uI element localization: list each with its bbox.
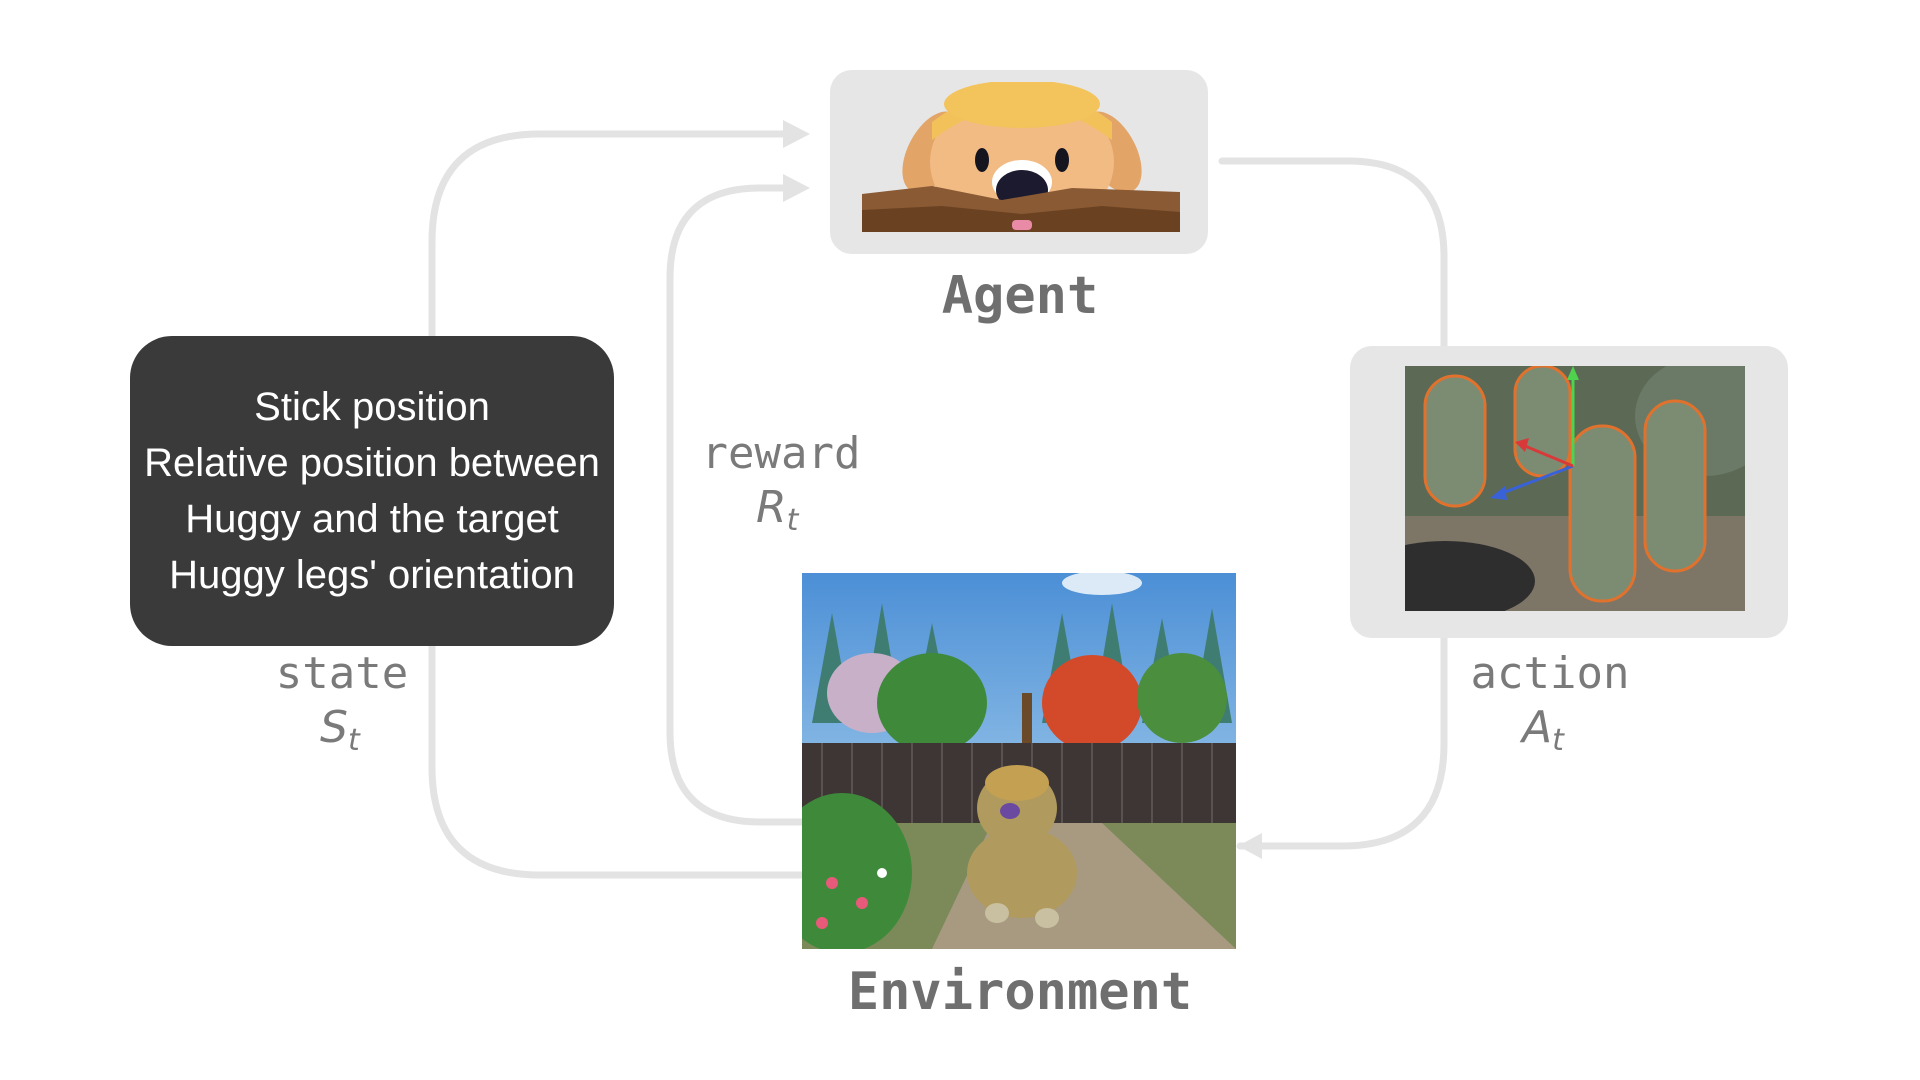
- action-image: [1405, 366, 1745, 611]
- state-label: state: [275, 648, 409, 699]
- environment-image: [802, 573, 1236, 949]
- reward-symbol: Rt: [756, 482, 799, 538]
- state-symbol: St: [320, 702, 360, 758]
- reward-arrow: [666, 184, 806, 826]
- state-description-box: Stick position Relative position between…: [130, 336, 614, 646]
- action-arrowhead: [1238, 833, 1262, 859]
- agent-label: Agent: [941, 266, 1099, 326]
- agent-image: [862, 82, 1180, 232]
- state-line-4: Huggy legs' orientation: [169, 553, 575, 597]
- reward-label: reward: [701, 428, 861, 479]
- action-symbol: At: [1522, 702, 1564, 758]
- environment-label: Environment: [847, 962, 1193, 1022]
- state-arrowhead: [783, 120, 810, 148]
- reward-arrowhead: [783, 174, 810, 202]
- state-line-2: Relative position between: [144, 441, 600, 485]
- action-label: action: [1470, 648, 1630, 699]
- state-line-3: Huggy and the target: [185, 497, 559, 541]
- state-line-1: Stick position: [254, 385, 490, 429]
